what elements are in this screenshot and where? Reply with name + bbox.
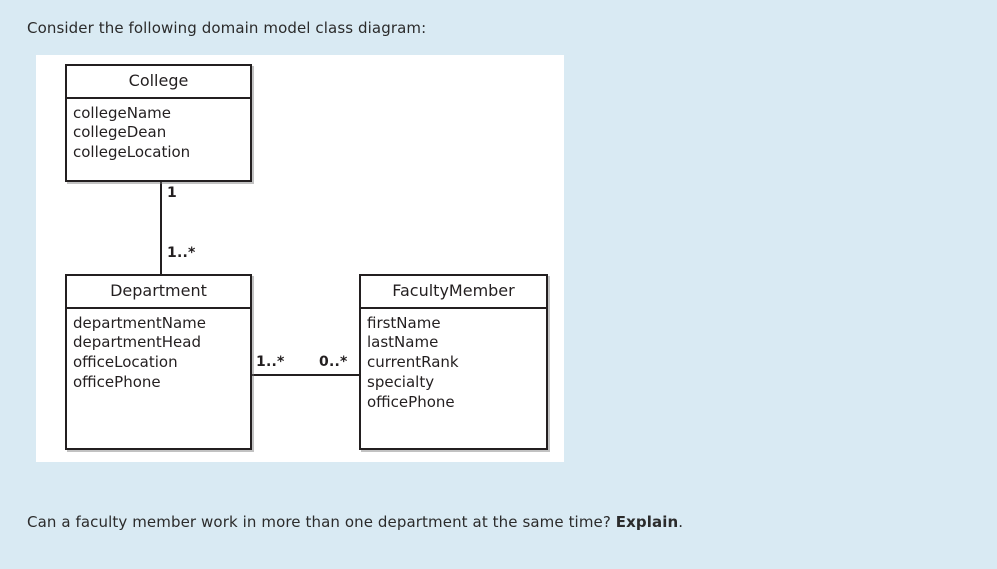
uml-class-name-department: Department <box>67 276 250 309</box>
uml-attribute: lastName <box>367 333 439 352</box>
association-line-department-faculty <box>252 374 359 376</box>
prompt-text: Consider the following domain model clas… <box>27 19 427 37</box>
uml-attributes-department: departmentName departmentHead officeLoca… <box>67 309 250 399</box>
question-body: Can a faculty member work in more than o… <box>27 513 616 531</box>
uml-attributes-college: collegeName collegeDean collegeLocation <box>67 99 250 169</box>
uml-class-name-college: College <box>67 66 250 99</box>
uml-class-facultymember: FacultyMember firstName lastName current… <box>359 274 548 450</box>
uml-attribute: collegeLocation <box>73 143 191 162</box>
question-suffix: . <box>678 513 684 531</box>
uml-attribute: collegeDean <box>73 123 167 142</box>
uml-attribute: firstName <box>367 313 441 332</box>
uml-attribute: officePhone <box>73 372 161 391</box>
uml-class-department: Department departmentName departmentHead… <box>65 274 252 450</box>
uml-attribute: currentRank <box>367 353 459 372</box>
uml-attribute: officeLocation <box>73 353 178 372</box>
multiplicity-department-side: 1..* <box>256 354 285 370</box>
multiplicity-faculty-side: 0..* <box>319 354 348 370</box>
uml-attribute: officePhone <box>367 392 455 411</box>
uml-attribute: departmentName <box>73 313 206 332</box>
association-line-college-department <box>160 182 162 274</box>
uml-attribute: departmentHead <box>73 333 201 352</box>
uml-attribute: specialty <box>367 372 435 391</box>
question-emphasis: Explain <box>615 513 679 531</box>
multiplicity-college-end: 1 <box>167 185 177 201</box>
uml-class-college: College collegeName collegeDean collegeL… <box>65 64 252 182</box>
uml-attributes-facultymember: firstName lastName currentRank specialty… <box>361 309 546 419</box>
uml-attribute: collegeName <box>73 103 171 122</box>
multiplicity-department-end: 1..* <box>167 245 196 261</box>
question-text: Can a faculty member work in more than o… <box>27 513 683 531</box>
uml-class-name-facultymember: FacultyMember <box>361 276 546 309</box>
class-diagram-canvas: 1 1..* 1..* 0..* College collegeName col… <box>36 55 564 462</box>
